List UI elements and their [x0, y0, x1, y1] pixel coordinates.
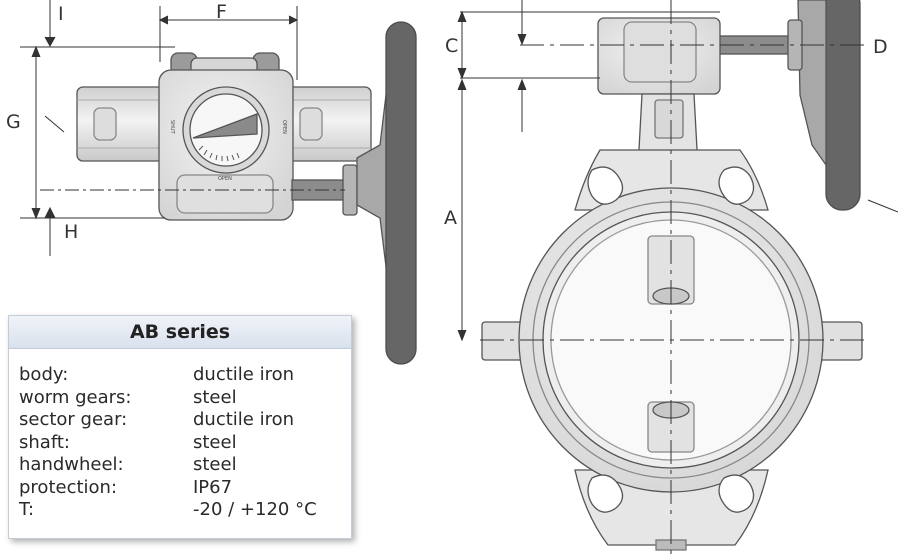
dim-label-c: C: [445, 35, 458, 57]
dim-label-h: H: [64, 221, 78, 243]
spec-row-sector-gear: sector gear: ductile iron: [19, 409, 351, 432]
spec-row-worm-gears: worm gears: steel: [19, 387, 351, 410]
dim-label-g: G: [6, 111, 21, 133]
spec-value: ductile iron: [193, 409, 295, 430]
right-dimension-lines: [457, 0, 898, 559]
spec-value: IP67: [193, 476, 233, 498]
spec-value: steel: [193, 454, 237, 475]
spec-key: body:: [19, 364, 69, 385]
handwheel-right: [825, 0, 861, 211]
indicator-shut-label: SHUT: [169, 120, 175, 135]
spec-key: handwheel:: [19, 454, 124, 475]
spec-key: T:: [19, 499, 35, 520]
indicator-open-bottom-label: OPEN: [218, 176, 232, 182]
spec-value: -20 / +120 °C: [193, 499, 317, 520]
dim-label-d: D: [873, 36, 888, 58]
spec-value: steel: [193, 431, 237, 453]
spec-key: worm gears:: [19, 386, 132, 408]
valve-front-view: [481, 0, 863, 551]
handwheel-left: [385, 21, 417, 365]
spec-row-protection: protection: IP67: [19, 477, 351, 500]
spec-key: sector gear:: [19, 409, 128, 430]
spec-row-shaft: shaft: steel: [19, 432, 351, 455]
spec-row-handwheel: handwheel: steel: [19, 454, 351, 477]
spec-table-title: AB series: [9, 316, 351, 349]
spec-key: protection:: [19, 476, 118, 498]
left-dimension-lines: [20, 0, 345, 256]
spec-row-body: body: ductile iron: [19, 364, 351, 387]
spec-value: ductile iron: [193, 364, 295, 385]
bolt-lugs: [587, 166, 755, 513]
spec-table: AB series body: ductile iron worm gears:…: [8, 315, 352, 539]
dim-label-i: I: [58, 3, 64, 25]
dim-label-a: A: [444, 207, 457, 229]
spec-key: shaft:: [19, 431, 70, 453]
spec-row-temperature: T: -20 / +120 °C: [19, 499, 351, 522]
indicator-pointer: [192, 113, 258, 139]
indicator-open-right-label: OPEN: [281, 120, 287, 134]
spec-table-rows: body: ductile iron worm gears: steel sec…: [9, 349, 351, 522]
actuator-side-view: [76, 21, 417, 365]
dim-label-f: F: [216, 1, 227, 23]
spec-value: steel: [193, 386, 237, 408]
